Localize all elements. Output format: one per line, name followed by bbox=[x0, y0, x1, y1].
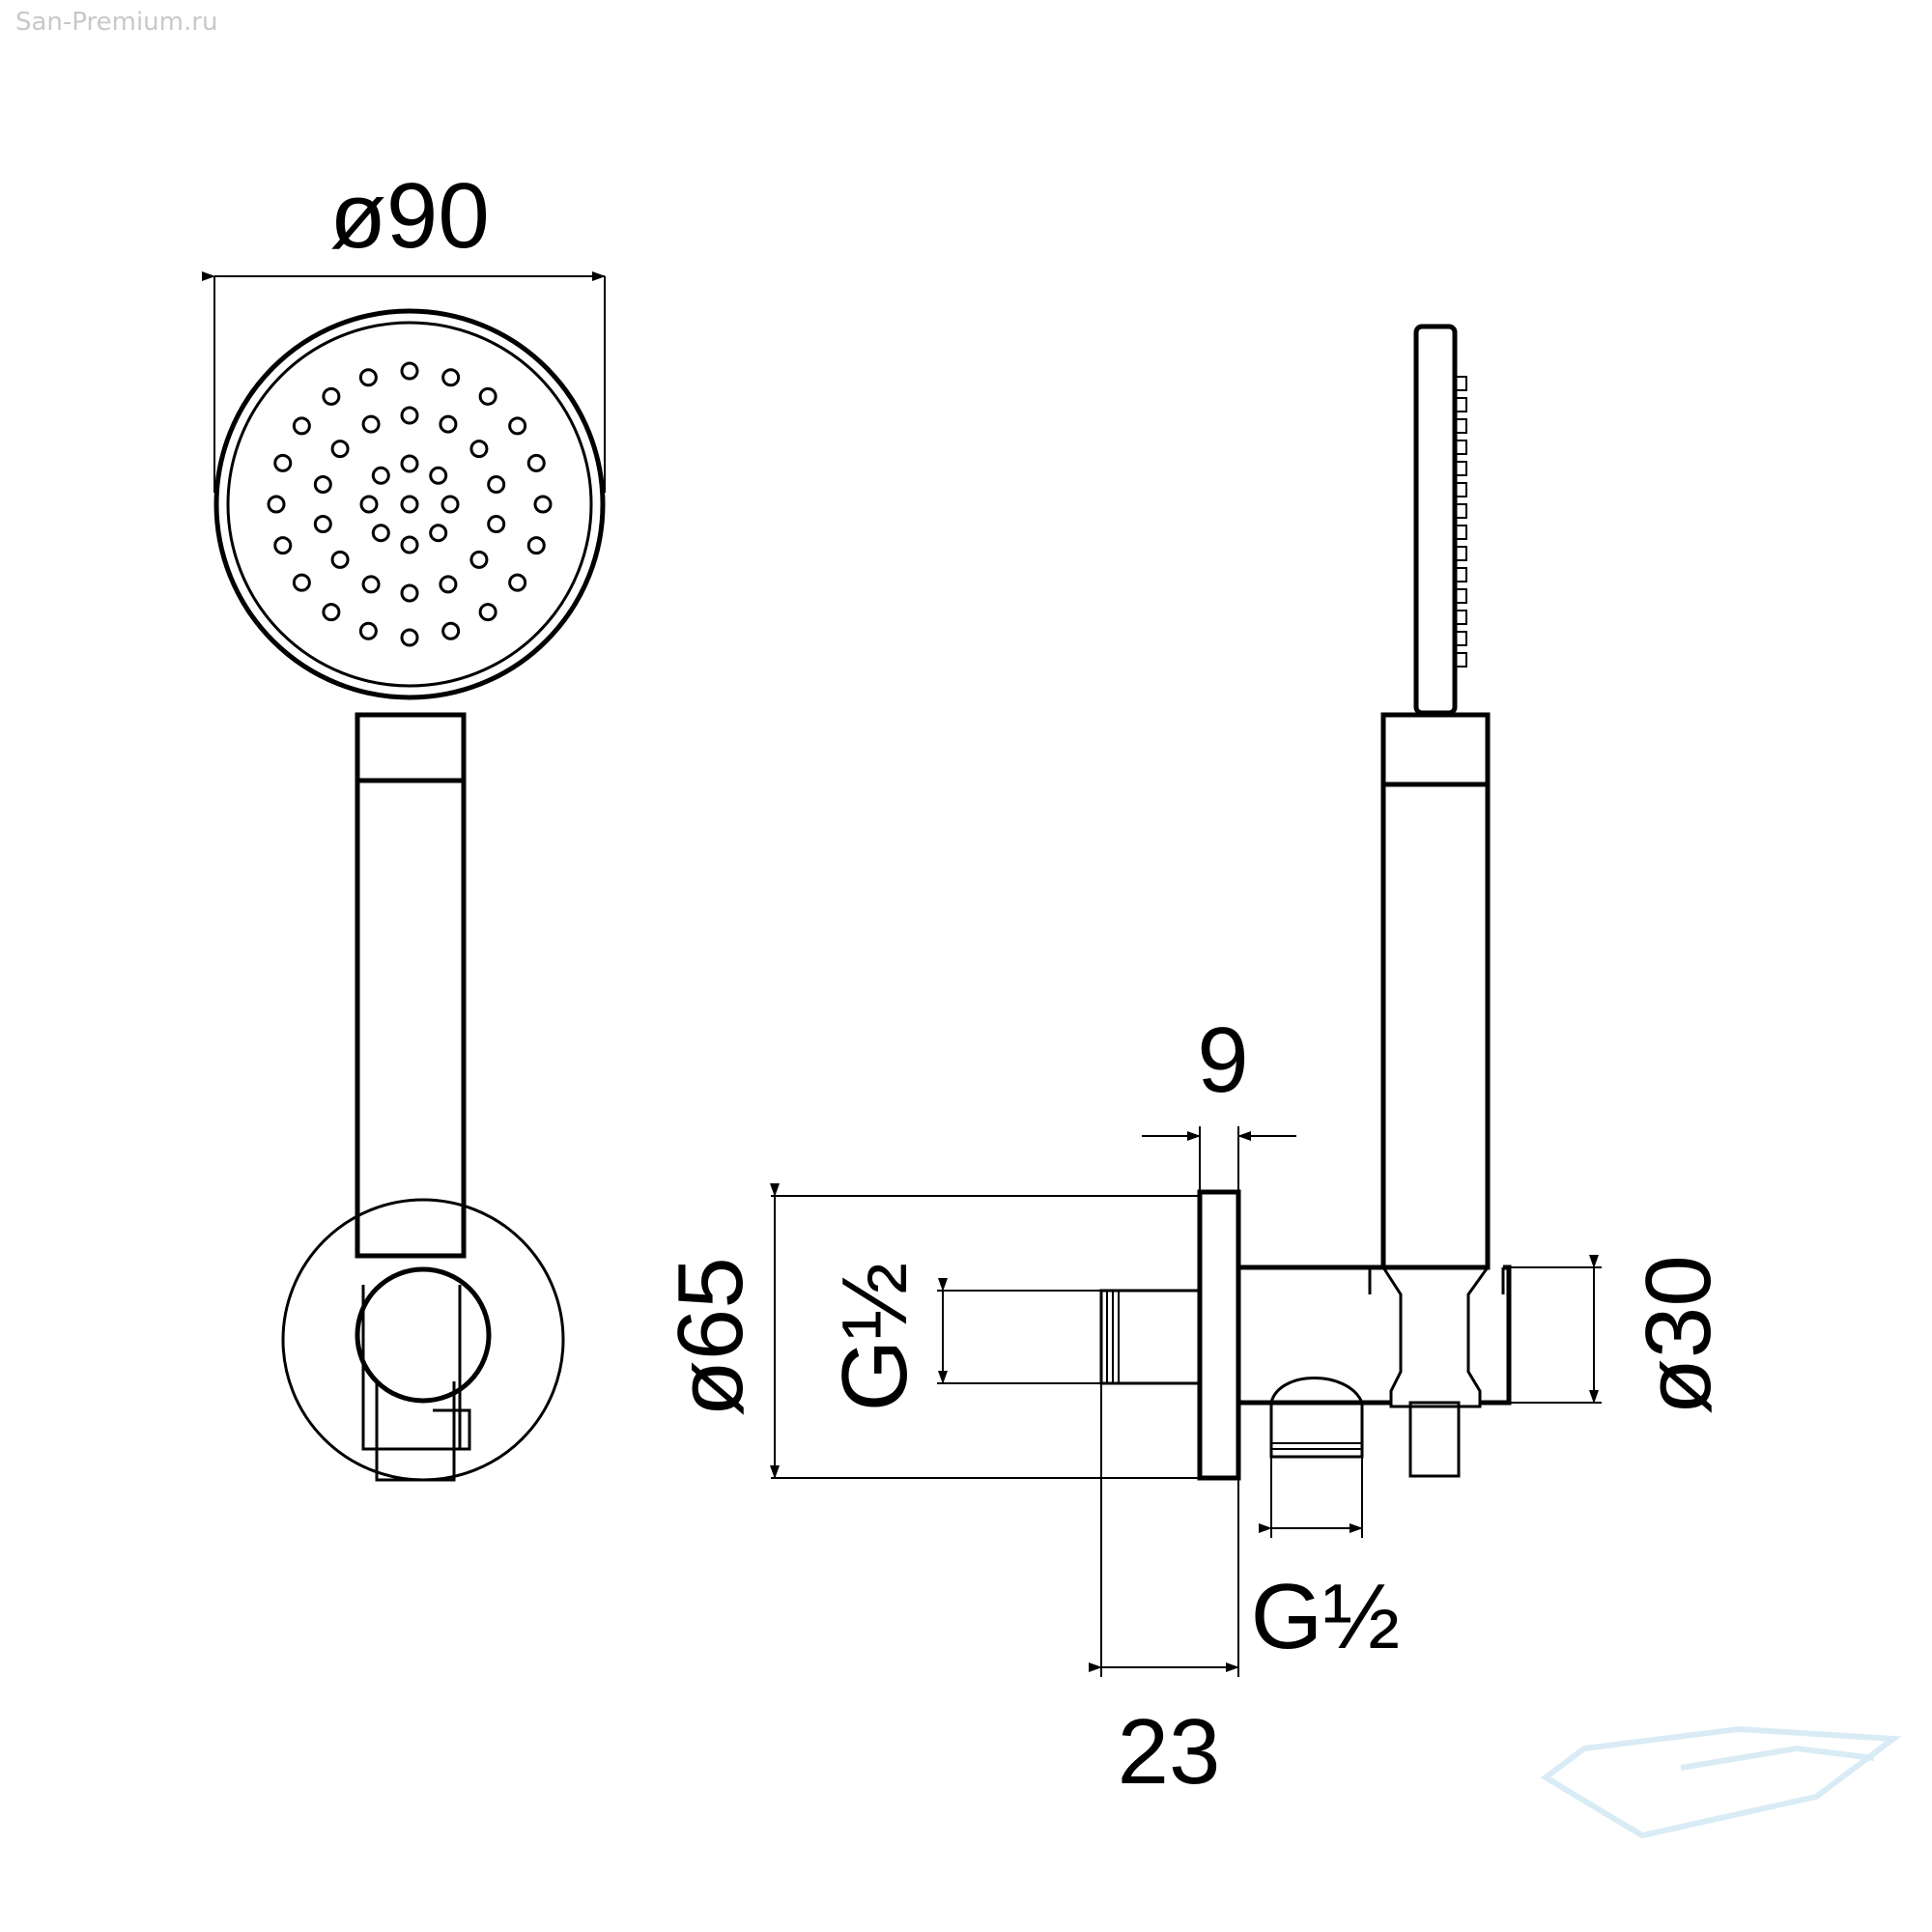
nozzle bbox=[358, 368, 378, 387]
nozzle bbox=[400, 454, 419, 473]
dim-outlet-thread: G½ bbox=[1251, 1565, 1401, 1668]
nozzle bbox=[440, 495, 460, 514]
nozzle bbox=[359, 495, 379, 514]
dim-inlet-thread: G½ bbox=[823, 1263, 926, 1412]
nozzle bbox=[400, 535, 419, 554]
nozzle-tooth bbox=[1454, 503, 1467, 519]
nozzle-tooth bbox=[1454, 418, 1467, 434]
nozzle bbox=[292, 573, 311, 592]
side-handle bbox=[1380, 712, 1491, 1270]
nozzle-tooth bbox=[1454, 397, 1467, 412]
nozzle bbox=[361, 414, 381, 434]
nozzle bbox=[400, 361, 419, 381]
nozzle bbox=[313, 475, 332, 495]
nozzle bbox=[508, 573, 527, 592]
nozzle-teeth bbox=[1454, 376, 1467, 668]
nozzle-tooth bbox=[1454, 525, 1467, 540]
nozzle bbox=[429, 466, 448, 485]
nozzle bbox=[526, 536, 546, 555]
dim-inlet-depth: 23 bbox=[1118, 1700, 1221, 1804]
front-view: ø90 bbox=[202, 164, 606, 1482]
nozzle bbox=[441, 368, 461, 387]
outlet-thread bbox=[1269, 1401, 1364, 1459]
nozzle bbox=[487, 475, 506, 495]
nozzle bbox=[429, 524, 448, 543]
nozzle bbox=[439, 414, 458, 434]
nozzle bbox=[330, 550, 350, 569]
dim-head-diameter: ø90 bbox=[329, 164, 489, 268]
nozzle-tooth bbox=[1454, 461, 1467, 476]
nozzle bbox=[322, 386, 341, 406]
nozzle bbox=[526, 453, 546, 472]
nozzle-tooth bbox=[1454, 546, 1467, 561]
wall-plate bbox=[281, 1198, 565, 1482]
holder-knob bbox=[355, 1266, 492, 1404]
nozzle bbox=[400, 628, 419, 647]
nozzle bbox=[469, 550, 489, 569]
shower-head-outer bbox=[213, 308, 606, 700]
nozzle bbox=[478, 386, 497, 406]
nozzle-tooth bbox=[1454, 652, 1467, 668]
side-view: 9 ø65 G½ 23 G½ ø30 bbox=[659, 324, 1730, 1804]
nozzle bbox=[267, 495, 286, 514]
nozzle bbox=[371, 466, 390, 485]
nozzle bbox=[441, 621, 461, 640]
shower-head-inner bbox=[226, 321, 593, 688]
dim-plate-diameter: ø65 bbox=[659, 1257, 762, 1416]
nozzle-tooth bbox=[1454, 631, 1467, 646]
nozzle-tooth bbox=[1454, 610, 1467, 625]
nozzle bbox=[273, 453, 293, 472]
nozzle bbox=[322, 603, 341, 622]
nozzle bbox=[400, 583, 419, 603]
nozzle bbox=[361, 575, 381, 594]
nozzle bbox=[371, 524, 390, 543]
nozzle bbox=[478, 603, 497, 622]
brand-logo bbox=[1540, 1725, 1902, 1839]
nozzle bbox=[292, 416, 311, 436]
nozzle bbox=[400, 406, 419, 425]
nozzle bbox=[533, 495, 553, 514]
nozzle bbox=[439, 575, 458, 594]
dim-handle-diameter: ø30 bbox=[1627, 1255, 1730, 1414]
nozzle-tooth bbox=[1454, 482, 1467, 497]
nozzle-tooth bbox=[1454, 376, 1467, 391]
nozzle bbox=[400, 495, 419, 514]
inlet-thread bbox=[1099, 1289, 1202, 1385]
nozzle bbox=[273, 536, 293, 555]
nozzle-tooth bbox=[1454, 588, 1467, 604]
nozzle-tooth bbox=[1454, 567, 1467, 582]
nozzle bbox=[508, 416, 527, 436]
nozzle-tooth bbox=[1454, 440, 1467, 455]
side-head bbox=[1413, 324, 1458, 716]
nozzle bbox=[469, 440, 489, 459]
nozzle bbox=[330, 440, 350, 459]
handle-body bbox=[355, 712, 467, 1259]
watermark-text: San-Premium.ru bbox=[15, 8, 218, 37]
wall-flange bbox=[1197, 1189, 1241, 1481]
dim-plate-thickness: 9 bbox=[1197, 1009, 1248, 1112]
nozzle bbox=[487, 514, 506, 533]
nozzle bbox=[358, 621, 378, 640]
nozzle-pattern bbox=[267, 361, 553, 647]
nozzle bbox=[313, 514, 332, 533]
